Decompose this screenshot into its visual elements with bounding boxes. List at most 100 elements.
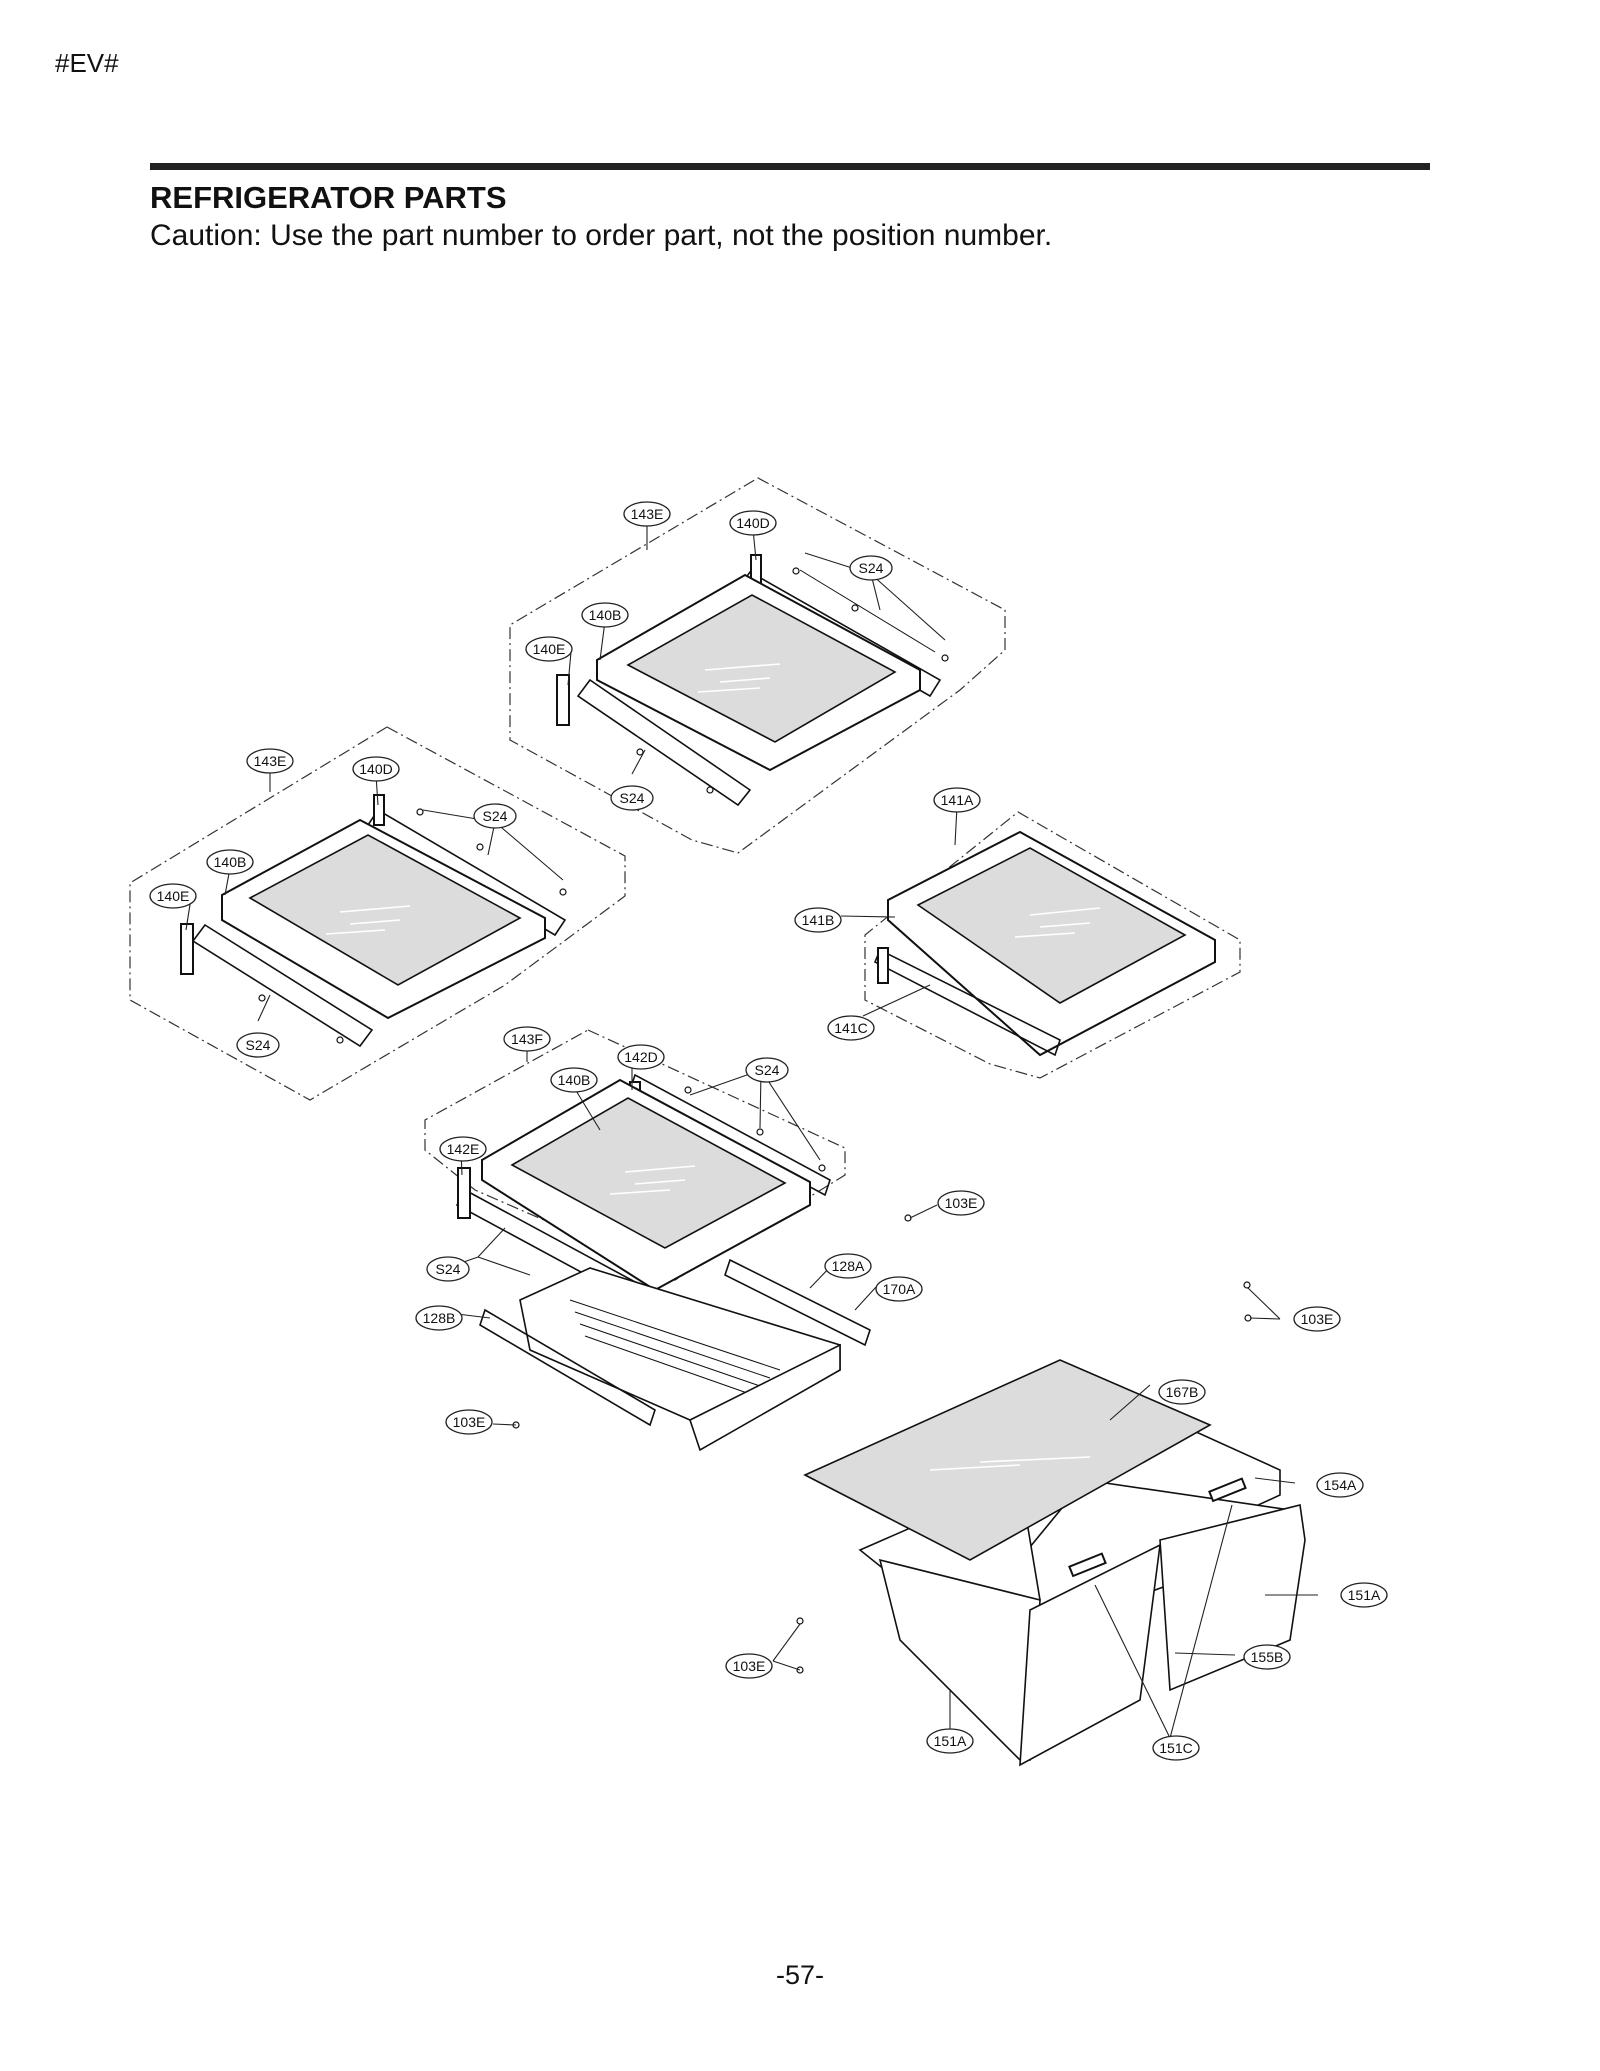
callout-S24-left-bottom: S24 (236, 1032, 280, 1058)
svg-text:155B: 155B (1251, 1649, 1284, 1665)
side-rail-left-upper (576, 678, 752, 807)
side-rail-left-left (191, 923, 374, 1048)
shelf-glass-crisper (510, 1097, 787, 1249)
callout-S24-crisper-right: S24 (745, 1057, 789, 1083)
callout-170A: 170A (875, 1276, 923, 1302)
callout-142E: 142E (439, 1136, 487, 1162)
callout-103E-right: 103E (1293, 1306, 1341, 1332)
svg-text:140E: 140E (157, 888, 190, 904)
handle-151c-right (1208, 1477, 1247, 1503)
callout-140B-upper: 140B (581, 602, 629, 628)
svg-text:141A: 141A (941, 792, 974, 808)
assembly-outline-left (129, 726, 626, 1101)
callout-140B-left: 140B (206, 849, 254, 875)
callout-141A: 141A (933, 787, 981, 813)
bracket-140d-left (373, 794, 385, 826)
shelf-assembly-right (864, 811, 1241, 1079)
bracket-140e-left (180, 923, 194, 975)
svg-text:S24: S24 (620, 790, 645, 806)
caution-note: Caution: Use the part number to order pa… (150, 219, 1053, 252)
shelf-glass-left (248, 834, 522, 986)
shelf-assembly-crisper (424, 1029, 871, 1452)
shelf-assembly-upper (509, 477, 1006, 854)
callout-143F: 143F (503, 1026, 551, 1052)
callout-S24-left-right: S24 (473, 803, 517, 829)
svg-text:103E: 103E (945, 1195, 978, 1211)
svg-text:128A: 128A (832, 1258, 865, 1274)
svg-text:S24: S24 (859, 560, 884, 576)
assembly-outline-crisper (424, 1029, 846, 1281)
drawer-left-front (1019, 1543, 1161, 1767)
handle-151c-left (1068, 1552, 1107, 1578)
svg-text:140D: 140D (359, 761, 392, 777)
svg-text:141C: 141C (834, 1020, 867, 1036)
svg-text:151A: 151A (934, 1733, 967, 1749)
svg-text:154A: 154A (1324, 1477, 1357, 1493)
svg-text:140B: 140B (589, 607, 622, 623)
svg-text:141B: 141B (802, 912, 835, 928)
callout-103E-left: 103E (445, 1409, 493, 1435)
shelf-assembly-left (129, 726, 626, 1101)
callout-140D-left: 140D (352, 756, 400, 782)
bracket-142e (457, 1167, 471, 1219)
shelf-glass-upper (626, 594, 897, 743)
pantry-drawer-assembly (803, 1359, 1306, 1767)
svg-text:143E: 143E (254, 753, 287, 769)
svg-text:143E: 143E (631, 506, 664, 522)
document-code: #EV# (55, 48, 119, 78)
page-number: -57- (775, 1960, 824, 1990)
svg-text:167B: 167B (1166, 1384, 1199, 1400)
callout-143E-upper: 143E (623, 501, 671, 527)
assembly-outline-upper (509, 477, 1006, 854)
svg-text:140B: 140B (558, 1072, 591, 1088)
svg-text:142D: 142D (624, 1049, 657, 1065)
svg-text:103E: 103E (453, 1414, 486, 1430)
svg-text:142E: 142E (447, 1141, 480, 1157)
callout-151A-left: 151A (926, 1728, 974, 1754)
rail-128a (724, 1258, 871, 1347)
callout-154A: 154A (1316, 1472, 1364, 1498)
callout-151C: 151C (1152, 1735, 1200, 1761)
callout-140E-left: 140E (149, 883, 197, 909)
rail-128b (479, 1308, 656, 1427)
svg-text:151C: 151C (1159, 1740, 1192, 1756)
svg-text:S24: S24 (246, 1037, 271, 1053)
svg-text:128B: 128B (423, 1310, 456, 1326)
callout-140B-crisper: 140B (550, 1067, 598, 1093)
crisper-drawer (519, 1267, 841, 1442)
svg-text:170A: 170A (883, 1281, 916, 1297)
svg-text:103E: 103E (733, 1658, 766, 1674)
svg-text:S24: S24 (483, 808, 508, 824)
callout-141B: 141B (794, 907, 842, 933)
svg-text:103E: 103E (1301, 1311, 1334, 1327)
callout-140E-upper: 140E (525, 636, 573, 662)
svg-text:143F: 143F (511, 1031, 543, 1047)
crisper-front (689, 1343, 841, 1452)
callout-S24-upper-left: S24 (610, 785, 654, 811)
callout-S24-crisper-left: S24 (426, 1256, 470, 1282)
callout-167B: 167B (1158, 1379, 1206, 1405)
callout-141C: 141C (827, 1015, 875, 1041)
section-title: REFRIGERATOR PARTS (150, 180, 507, 215)
svg-text:140E: 140E (533, 641, 566, 657)
callout-140D-upper: 140D (729, 510, 777, 536)
callout-128B: 128B (415, 1305, 463, 1331)
callout-103E-bottom: 103E (725, 1653, 773, 1679)
svg-text:140D: 140D (736, 515, 769, 531)
drawer-right-151a (1159, 1504, 1306, 1692)
callout-103E-center: 103E (937, 1190, 985, 1216)
callout-142D: 142D (617, 1044, 665, 1070)
leader-lines (185, 526, 1318, 1739)
title-rule (150, 163, 1430, 170)
bracket-140e-upper (556, 674, 570, 726)
svg-text:151A: 151A (1348, 1587, 1381, 1603)
callout-S24-upper-right: S24 (849, 555, 893, 581)
callout-155B: 155B (1243, 1644, 1291, 1670)
bracket-141c (877, 947, 889, 984)
svg-text:S24: S24 (436, 1261, 461, 1277)
svg-text:140B: 140B (214, 854, 247, 870)
callout-128A: 128A (824, 1253, 872, 1279)
side-rail-right-left (366, 808, 567, 937)
shelf-support-141c (873, 948, 1061, 1057)
